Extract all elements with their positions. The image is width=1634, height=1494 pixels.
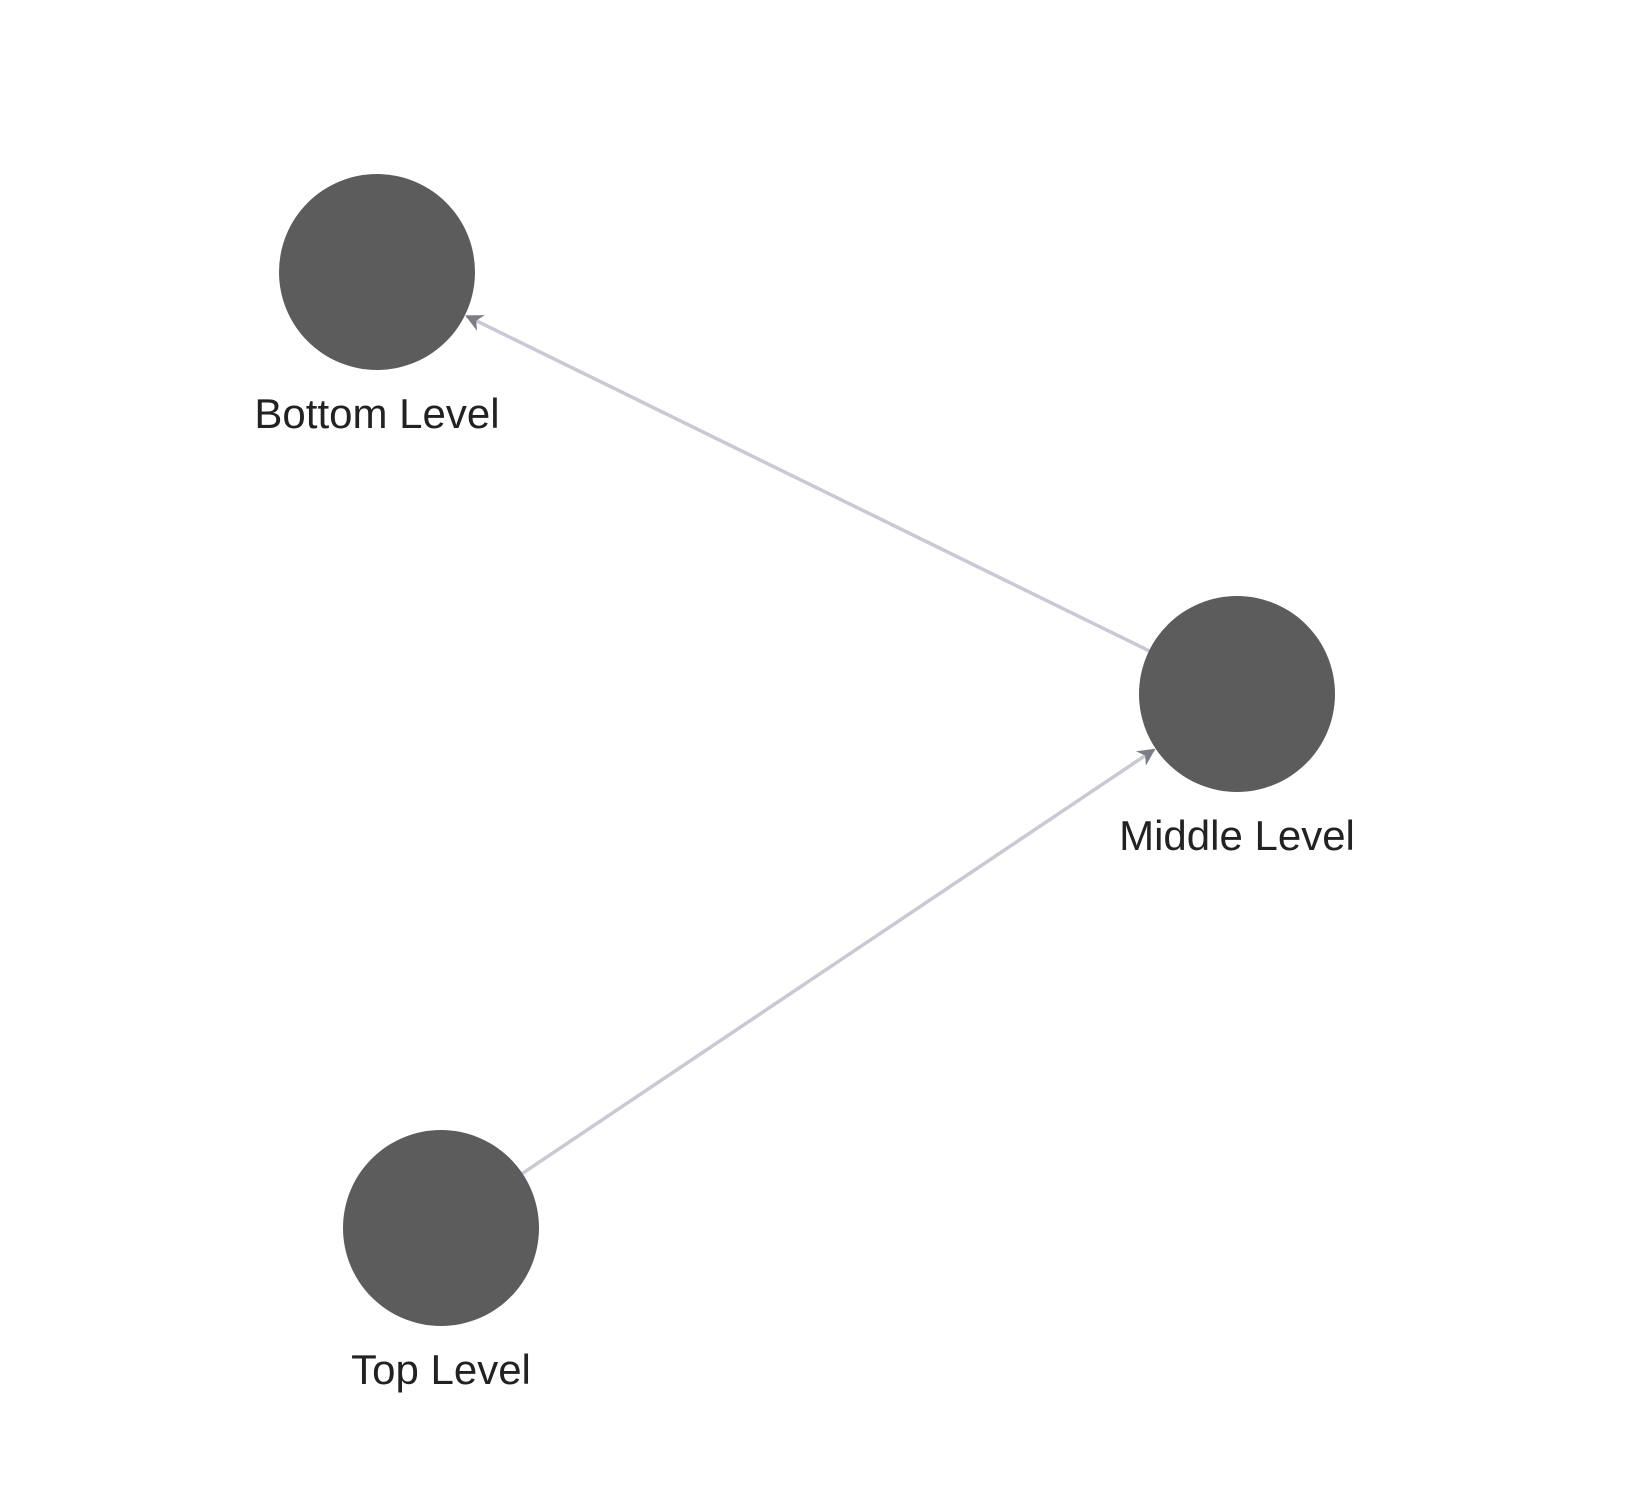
node-circle-middle[interactable] xyxy=(1139,596,1335,792)
node-label-top: Top Level xyxy=(351,1346,531,1393)
node-circle-bottom[interactable] xyxy=(279,174,475,370)
node-label-bottom: Bottom Level xyxy=(254,390,499,437)
edges-layer xyxy=(465,314,1156,1175)
node-middle[interactable]: Middle Level xyxy=(1119,596,1355,859)
node-bottom[interactable]: Bottom Level xyxy=(254,174,500,437)
node-circle-top[interactable] xyxy=(343,1130,539,1326)
edge-middle-to-bottom xyxy=(465,314,1150,653)
node-label-middle: Middle Level xyxy=(1119,812,1355,859)
node-top[interactable]: Top Level xyxy=(343,1130,539,1393)
edge-top-to-middle xyxy=(521,748,1156,1175)
